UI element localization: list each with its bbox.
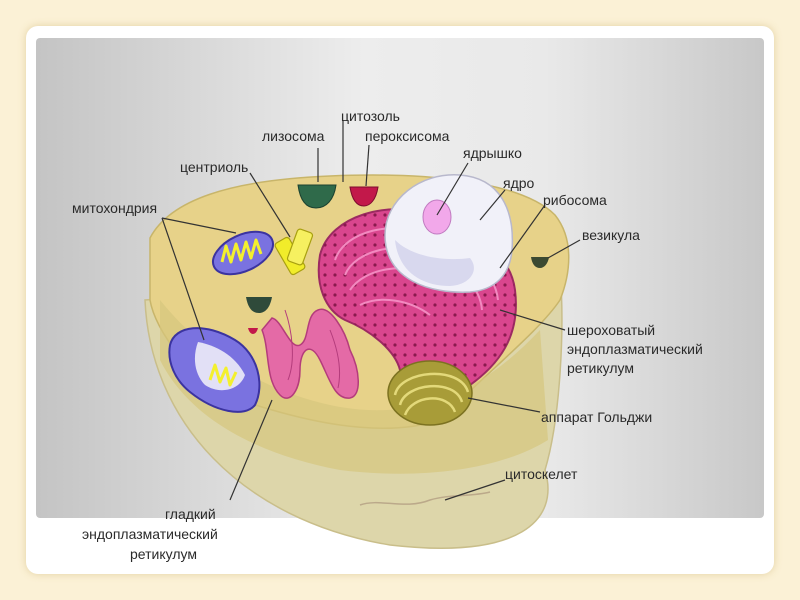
label-cytoskeleton: цитоскелет (505, 466, 578, 482)
golgi-apparatus (387, 360, 473, 426)
label-smooth-er-line2: эндоплазматический (82, 526, 218, 542)
label-smooth-er-line3: ретикулум (130, 546, 197, 562)
smooth-er (261, 308, 359, 399)
nucleus (384, 174, 514, 293)
label-cytosol: цитозоль (341, 108, 400, 124)
leader-lines (161, 120, 581, 501)
label-lysosome: лизосома (262, 128, 325, 144)
lysosome (297, 184, 337, 209)
label-rough-er-line2: эндоплазматический (567, 341, 703, 357)
cut-face (160, 300, 548, 474)
small-vesicle (248, 328, 258, 334)
peroxisome (349, 186, 379, 207)
label-mitochondria: митохондрия (72, 200, 157, 216)
label-vesicle: везикула (582, 227, 640, 243)
label-peroxisome: пероксисома (365, 128, 450, 144)
mitochondrion-upper (212, 230, 274, 276)
nucleolus (422, 199, 452, 235)
cytoskeleton (359, 491, 491, 506)
small-lysosome (246, 297, 272, 313)
label-ribosome: рибосома (543, 192, 607, 208)
mitochondrion-lower (168, 327, 261, 413)
label-smooth-er-line1: гладкий (165, 506, 216, 522)
label-golgi: аппарат Гольджи (541, 409, 652, 425)
label-centriole: центриоль (180, 159, 248, 175)
label-nucleolus: ядрышко (463, 145, 522, 161)
label-rough-er-line1: шероховатый (567, 322, 655, 338)
vesicle (531, 257, 549, 268)
label-rough-er-line3: ретикулум (567, 360, 634, 376)
label-nucleus: ядро (503, 175, 535, 191)
centriole (274, 228, 314, 276)
